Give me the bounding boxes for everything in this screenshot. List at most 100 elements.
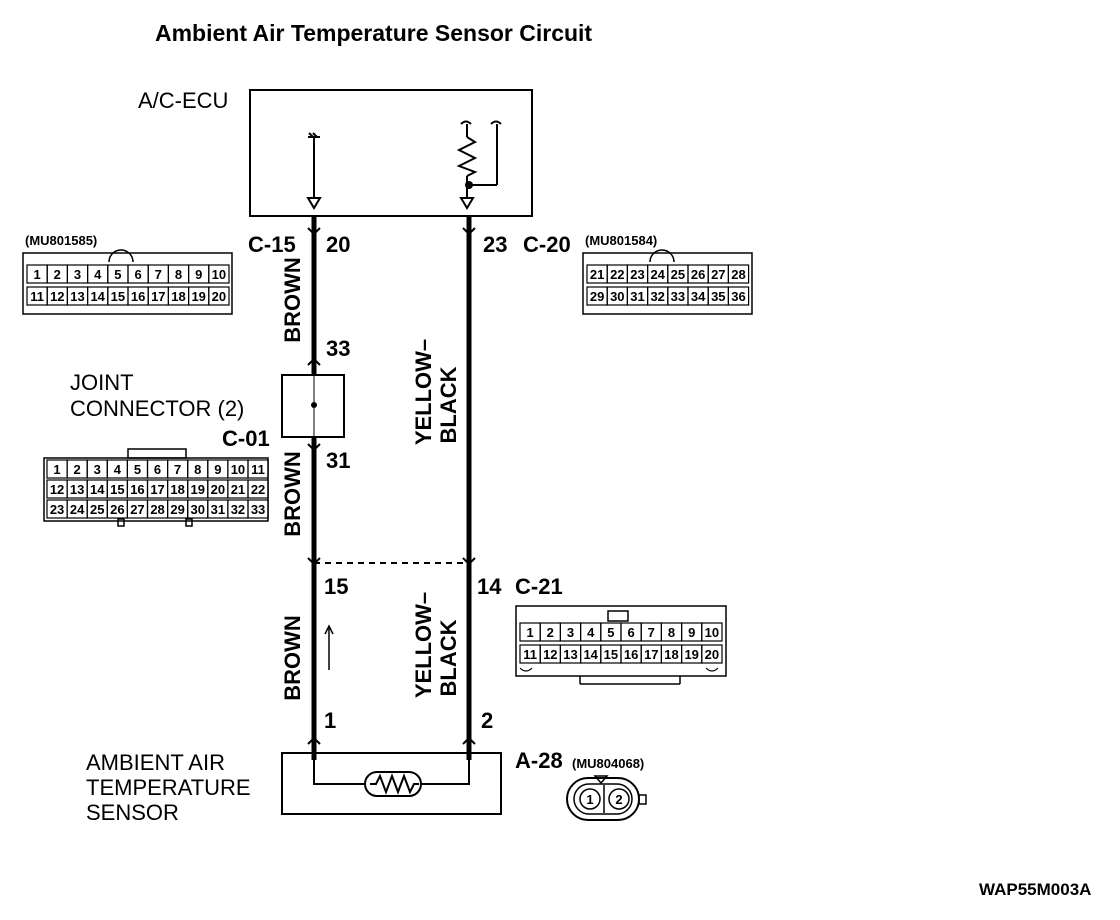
c21-pin-number: 4: [587, 625, 595, 640]
c01-pin-number: 15: [110, 482, 124, 497]
c20-cavity: [727, 286, 750, 306]
ecu-pullup-resistor: [456, 120, 502, 210]
c15-pin-number: 11: [30, 289, 44, 304]
sensor-label-line2: TEMPERATURE: [86, 775, 251, 800]
c21-name: C-21: [515, 574, 563, 599]
c15-pin-number: 6: [134, 267, 141, 282]
c01-name: C-01: [222, 426, 270, 451]
c20-pin-number: 31: [630, 289, 644, 304]
c15-pin-number: 16: [131, 289, 145, 304]
terminal-marks: [307, 227, 476, 745]
c01-pin-number: 19: [191, 482, 205, 497]
c15-pin-number: 8: [175, 267, 182, 282]
c21-pin-number: 19: [684, 647, 698, 662]
c01-cavity: [247, 479, 269, 499]
ecu-junction-dot: [465, 181, 473, 189]
c20-pin-number: 28: [731, 267, 745, 282]
c01-pin-number: 27: [130, 502, 144, 517]
joint-label-line2: CONNECTOR (2): [70, 396, 244, 421]
c01-pin-number: 26: [110, 502, 124, 517]
c01-pin-number: 21: [231, 482, 245, 497]
c20-pin-number: 24: [650, 267, 665, 282]
c15-cavity: [208, 286, 230, 306]
c15-pin-number: 5: [114, 267, 121, 282]
c01-pin-number: 28: [150, 502, 164, 517]
c21-pin-number: 7: [648, 625, 655, 640]
c21-pin-number: 1: [526, 625, 533, 640]
c21-pin-number: 3: [567, 625, 574, 640]
c20-pin-number: 32: [650, 289, 664, 304]
c01-pin-number: 24: [70, 502, 85, 517]
a28-pin-2: 2: [481, 708, 493, 733]
c15-pin-number: 12: [50, 289, 64, 304]
a28-name: A-28: [515, 748, 563, 773]
c01-cavity: [247, 459, 269, 479]
c01-pin-number: 6: [154, 462, 161, 477]
c01-pin-number: 30: [191, 502, 205, 517]
wire-label-yb-bottom-2: BLACK: [436, 619, 461, 696]
c01-pin-number: 23: [50, 502, 64, 517]
a28-connector-face: [566, 775, 647, 821]
c20-pin-number: 23: [630, 267, 644, 282]
c01-pin-33: 33: [326, 336, 350, 361]
c15-pin-number: 1: [33, 267, 40, 282]
c21-pin-number: 15: [604, 647, 618, 662]
c01-pin-number: 8: [194, 462, 201, 477]
c21-cavity: [701, 644, 723, 664]
c01-pin-number: 3: [94, 462, 101, 477]
c15-pin-number: 17: [151, 289, 165, 304]
c15-name: C-15: [248, 232, 296, 257]
c15-pin-20: 20: [326, 232, 350, 257]
current-arrow: [324, 624, 334, 670]
c20-pin-number: 29: [590, 289, 604, 304]
c01-pin-31: 31: [326, 448, 350, 473]
c20-name: C-20: [523, 232, 571, 257]
c20-pin-23: 23: [483, 232, 507, 257]
joint-label-line1: JOINT: [70, 370, 134, 395]
c01-pin-number: 14: [90, 482, 105, 497]
c20-pin-number: 34: [691, 289, 706, 304]
c15-pin-number: 15: [111, 289, 125, 304]
c15-part-number: (MU801585): [25, 233, 97, 248]
c21-pin-14: 14: [477, 574, 502, 599]
diagram-title: Ambient Air Temperature Sensor Circuit: [155, 20, 592, 46]
wire-label-brown-mid: BROWN: [280, 451, 305, 537]
c01-pin-number: 31: [211, 502, 225, 517]
c15-pin-number: 13: [70, 289, 84, 304]
c21-pin-number: 9: [688, 625, 695, 640]
c20-pin-number: 30: [610, 289, 624, 304]
c21-pin-number: 20: [705, 647, 719, 662]
c15-pin-number: 7: [155, 267, 162, 282]
sensor-box: [281, 752, 502, 815]
c01-pin-number: 2: [74, 462, 81, 477]
wire-label-yb-top-2: BLACK: [436, 366, 461, 443]
c15-pin-number: 2: [54, 267, 61, 282]
c15-pin-number: 19: [191, 289, 205, 304]
c15-pin-number: 3: [74, 267, 81, 282]
c21-pin-number: 10: [705, 625, 719, 640]
c01-pin-number: 32: [231, 502, 245, 517]
c21-pin-number: 8: [668, 625, 675, 640]
c01-pin-number: 16: [130, 482, 144, 497]
c01-pin-number: 7: [174, 462, 181, 477]
a28-pin-1: 1: [324, 708, 336, 733]
sensor-label-line3: SENSOR: [86, 800, 179, 825]
sensor-thermistor: [313, 760, 470, 797]
c15-cavity: [208, 264, 230, 284]
c20-pin-number: 33: [671, 289, 685, 304]
c21-pin-number: 13: [563, 647, 577, 662]
c01-pin-number: 9: [214, 462, 221, 477]
c01-pin-number: 5: [134, 462, 141, 477]
ecu-label: A/C-ECU: [138, 88, 228, 113]
c15-pin-number: 4: [94, 267, 102, 282]
c01-pin-number: 12: [50, 482, 64, 497]
c15-pin-number: 20: [212, 289, 226, 304]
c20-cavity: [727, 264, 750, 284]
joint-dot: [311, 402, 317, 408]
c01-pin-number: 11: [251, 462, 265, 477]
c21-pin-number: 14: [583, 647, 598, 662]
c21-pin-number: 2: [547, 625, 554, 640]
